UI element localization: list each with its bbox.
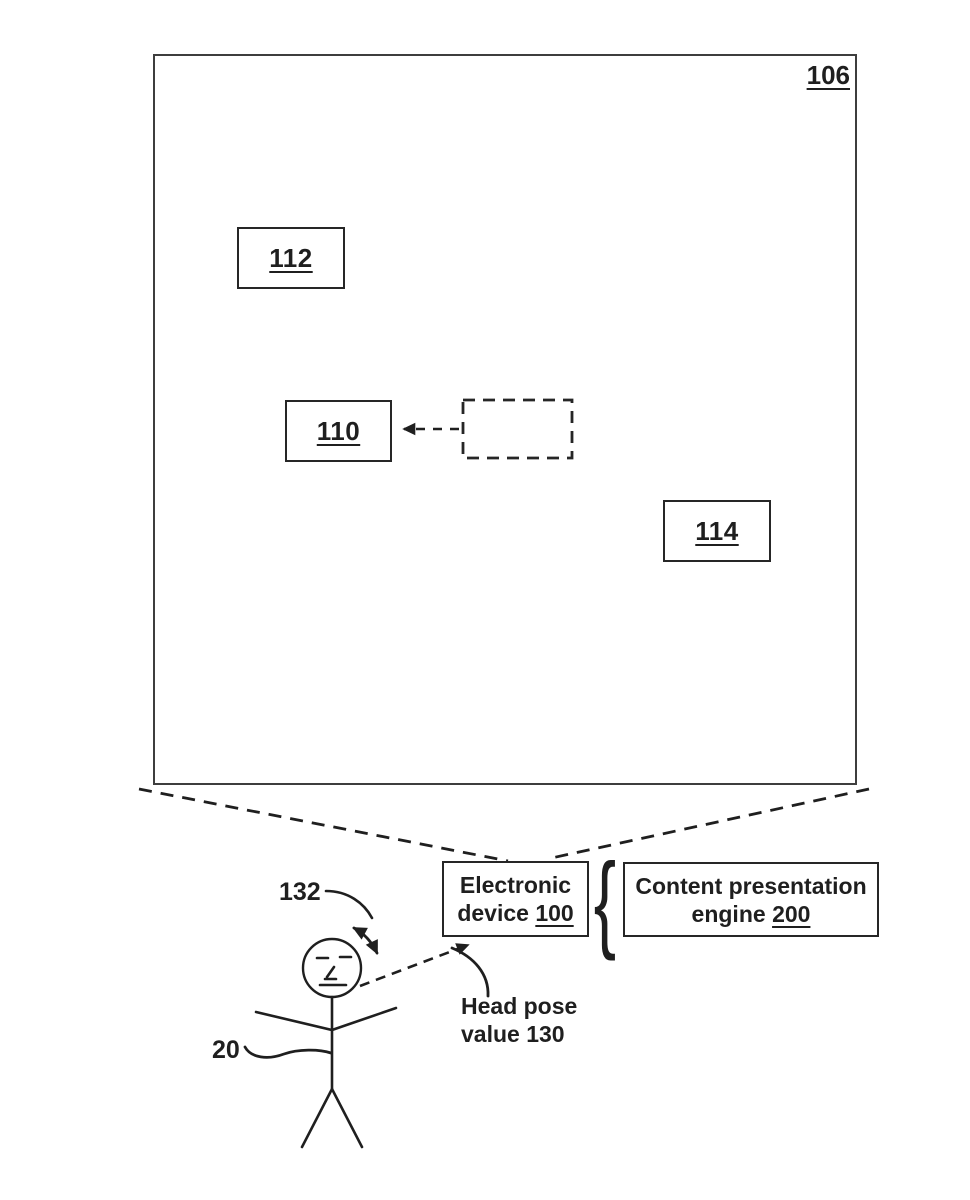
projection-lines <box>138 787 870 863</box>
person-label-pointer <box>243 1045 333 1059</box>
head-rotation-arrow <box>324 889 379 955</box>
virtual-object-110: 110 <box>285 400 392 462</box>
engine-line2: engine 200 <box>625 900 877 928</box>
head-pose-line1: Head pose <box>461 993 578 1019</box>
content-engine-box: Content presentation engine 200 <box>623 862 879 937</box>
person-legs <box>300 1086 364 1149</box>
electronic-device-box: Electronic device 100 <box>442 861 589 937</box>
device-line2: device 100 <box>444 899 587 927</box>
virtual-object-112: 112 <box>237 227 345 289</box>
device-line1: Electronic <box>444 871 587 899</box>
person-head <box>301 937 363 999</box>
device-line1-text: Electronic <box>459 872 572 898</box>
ref-106-text: 106 <box>806 60 850 90</box>
virtual-object-114: 114 <box>663 500 771 562</box>
display-region-box <box>153 54 857 785</box>
device-line2-word: device <box>457 900 529 926</box>
engine-line1-text: Content presentation <box>635 872 867 899</box>
head-pose-label: Head pose value 130 <box>461 992 601 1048</box>
ref-114-text: 114 <box>695 515 739 546</box>
person-nose <box>323 965 338 981</box>
person-arms <box>254 1006 398 1032</box>
head-pose-line2: value 130 <box>461 1021 565 1047</box>
ref-100-text: 100 <box>535 900 574 926</box>
head-pose-gaze-arrow <box>359 943 470 988</box>
person-eyes <box>315 955 353 960</box>
brace-glyph: { <box>593 840 617 961</box>
display-region-ref: 106 <box>798 60 850 91</box>
person-ref: 20 <box>212 1036 240 1064</box>
ref-112-text: 112 <box>269 242 313 273</box>
stick-figure-person <box>254 937 398 1149</box>
ref-200-text: 200 <box>772 900 811 927</box>
engine-line2-word: engine <box>691 900 766 927</box>
head-pose-pointer-curve <box>450 946 490 998</box>
ref-110-text: 110 <box>316 415 361 446</box>
engine-line1: Content presentation <box>625 872 877 900</box>
head-rotation-ref: 132 <box>279 878 321 906</box>
